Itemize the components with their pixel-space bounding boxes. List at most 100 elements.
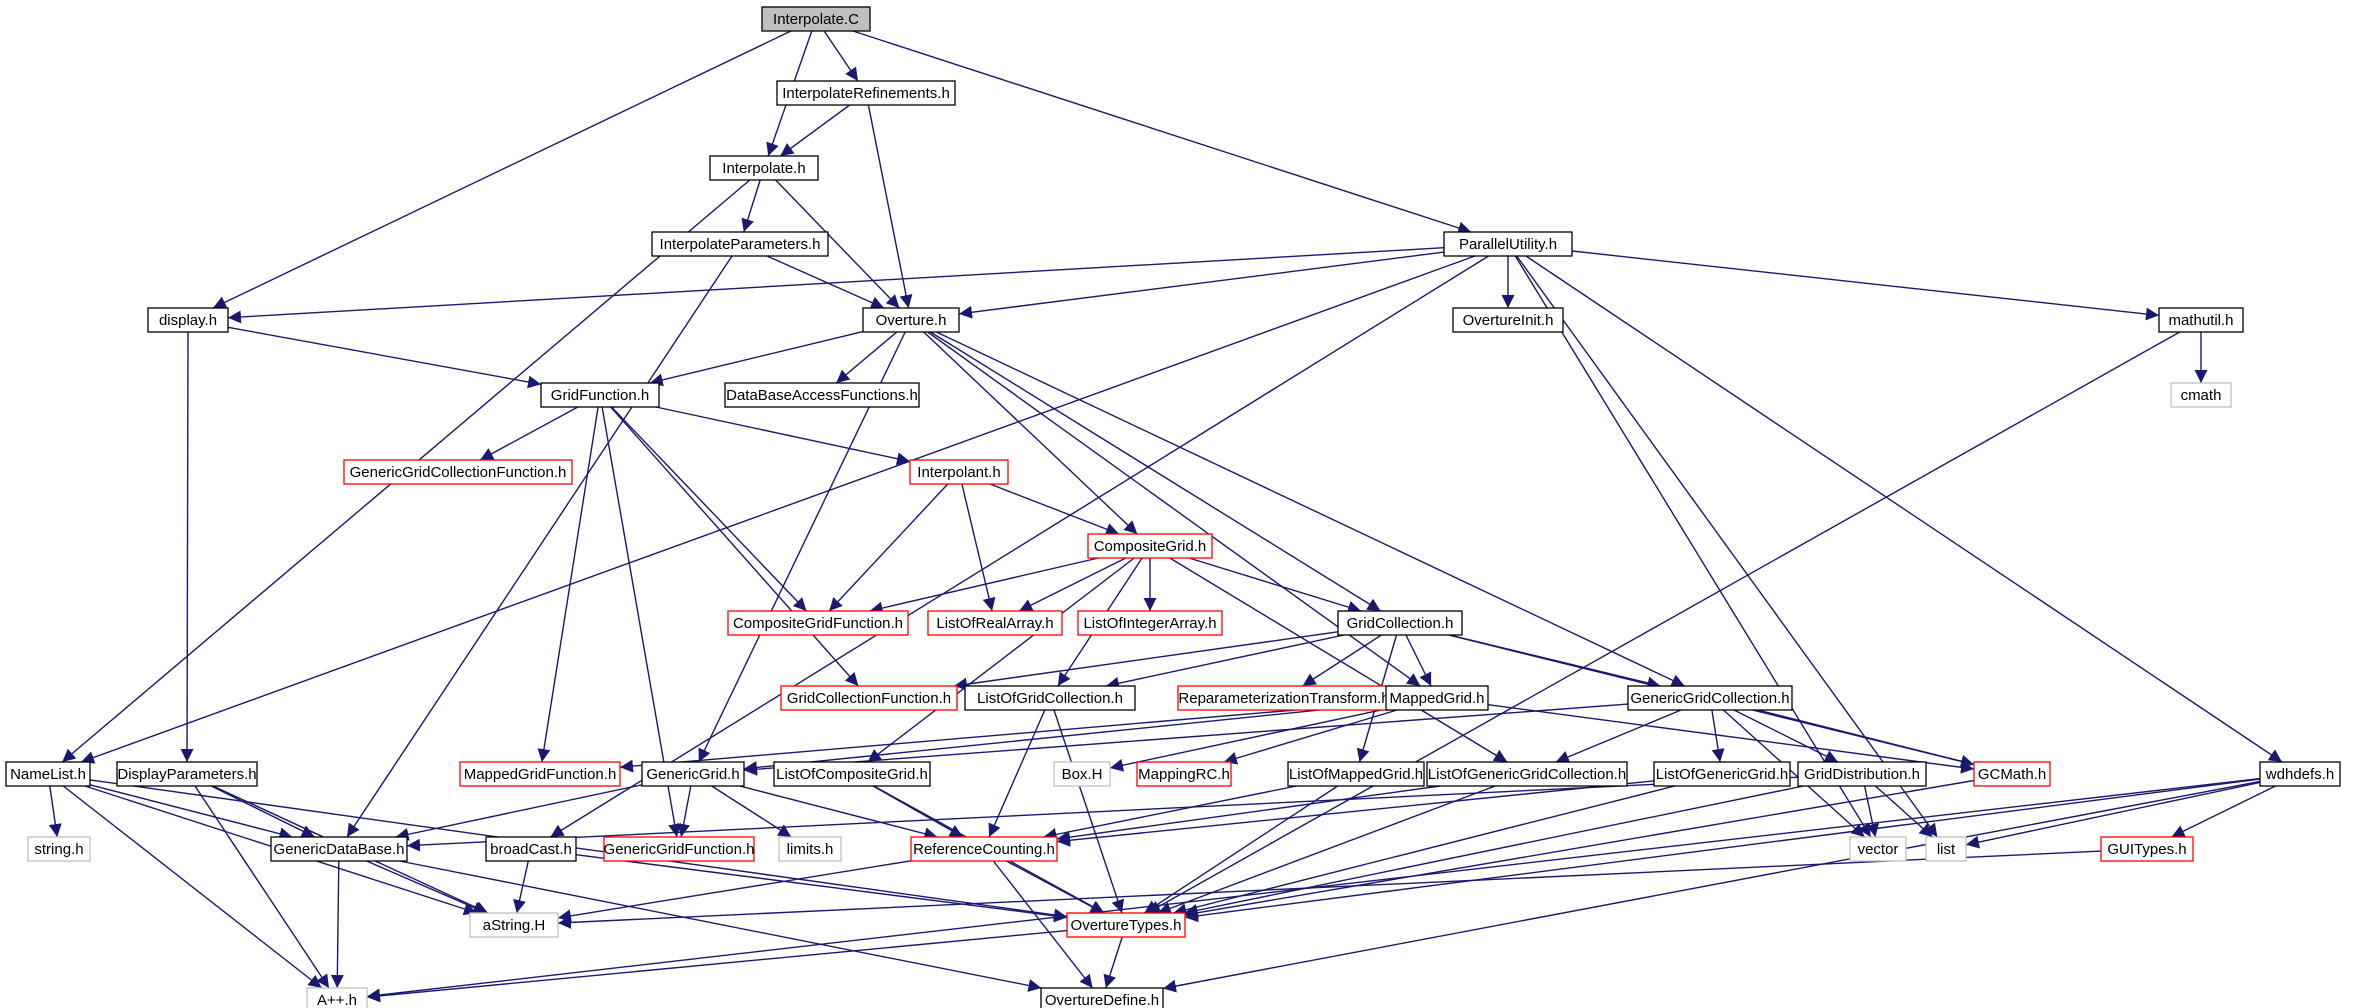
node-box[interactable] bbox=[773, 761, 931, 787]
node-generic-database-h[interactable]: GenericDataBase.h bbox=[270, 836, 408, 862]
node-limits-h[interactable]: limits.h bbox=[778, 836, 842, 862]
node-overture-h[interactable]: Overture.h bbox=[862, 307, 960, 333]
node-interpolate-parameters-h[interactable]: InterpolateParameters.h bbox=[651, 231, 829, 257]
node-box[interactable] bbox=[778, 836, 842, 862]
node-box[interactable] bbox=[2100, 836, 2194, 862]
node-box[interactable] bbox=[1066, 912, 1186, 938]
node-box[interactable] bbox=[776, 80, 956, 106]
node-box[interactable] bbox=[116, 761, 258, 787]
node-astring-h[interactable]: aString.H bbox=[469, 912, 559, 938]
node-mapped-grid-function-h[interactable]: MappedGridFunction.h bbox=[459, 761, 621, 787]
node-string-h[interactable]: string.h bbox=[27, 836, 91, 862]
node-box[interactable] bbox=[2158, 307, 2244, 333]
node-box[interactable] bbox=[306, 987, 368, 1008]
node-interpolate-h[interactable]: Interpolate.h bbox=[709, 155, 819, 181]
node-box[interactable] bbox=[780, 685, 958, 711]
node-list-of-real-array-h[interactable]: ListOfRealArray.h bbox=[927, 610, 1063, 636]
node-generic-grid-h[interactable]: GenericGrid.h bbox=[641, 761, 745, 787]
node-box[interactable] bbox=[724, 382, 920, 408]
node-list-of-generic-grid-h[interactable]: ListOfGenericGrid.h bbox=[1653, 761, 1791, 787]
node-box[interactable] bbox=[27, 836, 91, 862]
node-mapped-grid-h[interactable]: MappedGrid.h bbox=[1385, 685, 1489, 711]
node-box[interactable] bbox=[862, 307, 960, 333]
node-box[interactable] bbox=[910, 836, 1058, 862]
node-list-of-generic-grid-collection-h[interactable]: ListOfGenericGridCollection.h bbox=[1426, 761, 1628, 787]
node-box[interactable] bbox=[469, 912, 559, 938]
node-composite-grid-h[interactable]: CompositeGrid.h bbox=[1087, 533, 1213, 559]
node-box[interactable] bbox=[1452, 307, 1564, 333]
node-grid-function-h[interactable]: GridFunction.h bbox=[540, 382, 660, 408]
node-overture-define-h[interactable]: OvertureDefine.h bbox=[1040, 987, 1164, 1008]
node-mathutil-h[interactable]: mathutil.h bbox=[2158, 307, 2244, 333]
node-box[interactable] bbox=[2259, 761, 2341, 787]
node-gc-math-h[interactable]: GCMath.h bbox=[1973, 761, 2051, 787]
node-generic-grid-collection-h[interactable]: GenericGridCollection.h bbox=[1627, 685, 1793, 711]
node-box[interactable] bbox=[1077, 610, 1223, 636]
node-box[interactable] bbox=[1087, 533, 1213, 559]
node-broadcast-h[interactable]: broadCast.h bbox=[485, 836, 577, 862]
node-vector[interactable]: vector bbox=[1849, 836, 1907, 862]
node-box[interactable] bbox=[1040, 987, 1164, 1008]
node-list-of-integer-array-h[interactable]: ListOfIntegerArray.h bbox=[1077, 610, 1223, 636]
node-box[interactable] bbox=[1426, 761, 1628, 787]
node-box[interactable] bbox=[343, 459, 573, 485]
node-box[interactable] bbox=[641, 761, 745, 787]
node-interpolant-h[interactable]: Interpolant.h bbox=[909, 459, 1009, 485]
node-gui-types-h[interactable]: GUITypes.h bbox=[2100, 836, 2194, 862]
node-box[interactable] bbox=[727, 610, 909, 636]
node-box-h[interactable]: Box.H bbox=[1053, 761, 1111, 787]
node-display-parameters-h[interactable]: DisplayParameters.h bbox=[116, 761, 258, 787]
node-reparameterization-transform-h[interactable]: ReparameterizationTransform.h bbox=[1177, 685, 1391, 711]
node-wdhdefs-h[interactable]: wdhdefs.h bbox=[2259, 761, 2341, 787]
node-box[interactable] bbox=[1385, 685, 1489, 711]
node-box[interactable] bbox=[909, 459, 1009, 485]
node-box[interactable] bbox=[1849, 836, 1907, 862]
node-composite-grid-function-h[interactable]: CompositeGridFunction.h bbox=[727, 610, 909, 636]
node-box[interactable] bbox=[459, 761, 621, 787]
node-list-of-composite-grid-h[interactable]: ListOfCompositeGrid.h bbox=[773, 761, 931, 787]
node-box[interactable] bbox=[1053, 761, 1111, 787]
node-box[interactable] bbox=[927, 610, 1063, 636]
node-list[interactable]: list bbox=[1925, 836, 1967, 862]
node-box[interactable] bbox=[147, 307, 229, 333]
node-mapping-rc-h[interactable]: MappingRC.h bbox=[1136, 761, 1232, 787]
node-generic-grid-collection-function-h[interactable]: GenericGridCollectionFunction.h bbox=[343, 459, 573, 485]
node-interpolate-c[interactable]: Interpolate.C bbox=[761, 6, 871, 32]
node-box[interactable] bbox=[709, 155, 819, 181]
node-box[interactable] bbox=[964, 685, 1136, 711]
node-overture-types-h[interactable]: OvertureTypes.h bbox=[1066, 912, 1186, 938]
node-reference-counting-h[interactable]: ReferenceCounting.h bbox=[910, 836, 1058, 862]
node-box[interactable] bbox=[1136, 761, 1232, 787]
node-box[interactable] bbox=[1443, 231, 1573, 257]
node-display-h[interactable]: display.h bbox=[147, 307, 229, 333]
node-box[interactable] bbox=[1973, 761, 2051, 787]
node-box[interactable] bbox=[1287, 761, 1425, 787]
node-namelist-h[interactable]: NameList.h bbox=[5, 761, 91, 787]
node-box[interactable] bbox=[603, 836, 755, 862]
node-box[interactable] bbox=[1797, 761, 1927, 787]
node-grid-distribution-h[interactable]: GridDistribution.h bbox=[1797, 761, 1927, 787]
node-box[interactable] bbox=[485, 836, 577, 862]
node-list-of-mapped-grid-h[interactable]: ListOfMappedGrid.h bbox=[1287, 761, 1425, 787]
node-database-access-functions-h[interactable]: DataBaseAccessFunctions.h bbox=[724, 382, 920, 408]
node-box[interactable] bbox=[651, 231, 829, 257]
node-box[interactable] bbox=[270, 836, 408, 862]
node-box[interactable] bbox=[5, 761, 91, 787]
node-box[interactable] bbox=[2170, 382, 2232, 408]
node-box[interactable] bbox=[1925, 836, 1967, 862]
node-box[interactable] bbox=[1653, 761, 1791, 787]
node-box[interactable] bbox=[1177, 685, 1391, 711]
node-box[interactable] bbox=[540, 382, 660, 408]
node-grid-collection-function-h[interactable]: GridCollectionFunction.h bbox=[780, 685, 958, 711]
node-box[interactable] bbox=[761, 6, 871, 32]
node-list-of-grid-collection-h[interactable]: ListOfGridCollection.h bbox=[964, 685, 1136, 711]
node-box[interactable] bbox=[1627, 685, 1793, 711]
node-interpolate-refinements-h[interactable]: InterpolateRefinements.h bbox=[776, 80, 956, 106]
node-box[interactable] bbox=[1337, 610, 1463, 636]
node-cmath[interactable]: cmath bbox=[2170, 382, 2232, 408]
node-grid-collection-h[interactable]: GridCollection.h bbox=[1337, 610, 1463, 636]
node-generic-grid-function-h[interactable]: GenericGridFunction.h bbox=[603, 836, 755, 862]
node-parallel-utility-h[interactable]: ParallelUtility.h bbox=[1443, 231, 1573, 257]
node-app-h[interactable]: A++.h bbox=[306, 987, 368, 1008]
node-overture-init-h[interactable]: OvertureInit.h bbox=[1452, 307, 1564, 333]
